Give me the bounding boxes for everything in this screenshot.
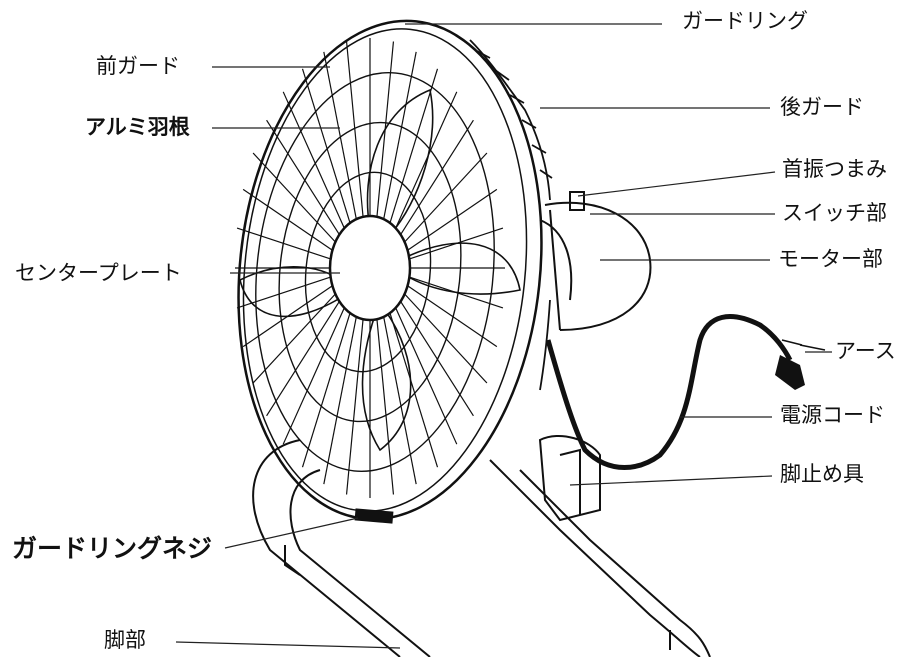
blade-illustration bbox=[239, 88, 521, 452]
guard-spoke bbox=[400, 301, 474, 417]
guard-spoke bbox=[400, 119, 474, 235]
guard-spoke bbox=[404, 293, 488, 384]
guard-spoke bbox=[383, 316, 417, 485]
plug-illustration bbox=[775, 355, 805, 390]
guard-spoke bbox=[236, 227, 331, 260]
guard-spokes bbox=[235, 38, 505, 498]
label-power-cord: 電源コード bbox=[780, 403, 885, 427]
guard-spoke bbox=[389, 68, 439, 224]
rear-guard-illustration bbox=[454, 34, 553, 391]
label-rear-guard: 後ガード bbox=[780, 95, 864, 119]
guard-spoke bbox=[323, 51, 357, 220]
label-oscillation-knob: 首振つまみ bbox=[782, 157, 887, 181]
motor-illustration bbox=[539, 191, 652, 331]
guard-spoke bbox=[395, 91, 458, 229]
label-earth: アース bbox=[835, 339, 896, 363]
guard-spoke bbox=[242, 188, 333, 251]
guard-spoke bbox=[252, 293, 336, 384]
guard-spoke bbox=[383, 51, 417, 220]
center-plate-illustration bbox=[328, 214, 412, 322]
power-cord-illustration bbox=[545, 314, 793, 470]
guard-spoke bbox=[282, 307, 345, 445]
label-stand-stopper: 脚止め具 bbox=[780, 462, 864, 486]
guard-spoke bbox=[266, 301, 340, 417]
label-aluminum-blade: アルミ羽根 bbox=[85, 115, 190, 139]
guard-spoke bbox=[404, 152, 488, 243]
label-guard-ring-screw: ガードリングネジ bbox=[12, 534, 213, 563]
leader-lines bbox=[175, 23, 832, 649]
guard-spoke bbox=[395, 307, 458, 445]
guard-ring-screw-illustration bbox=[354, 508, 394, 524]
guard-spoke bbox=[236, 276, 331, 309]
guard-spoke bbox=[301, 312, 351, 468]
guard-spoke bbox=[376, 319, 395, 495]
label-stand: 脚部 bbox=[104, 628, 146, 652]
guard-spoke bbox=[345, 41, 364, 217]
label-guard-ring: ガードリング bbox=[682, 9, 808, 33]
label-switch: スイッチ部 bbox=[782, 201, 887, 225]
guard-spoke bbox=[389, 312, 439, 468]
label-front-guard: 前ガード bbox=[96, 54, 180, 78]
stand-illustration bbox=[252, 435, 711, 658]
label-motor: モーター部 bbox=[778, 247, 883, 271]
guard-spoke bbox=[282, 91, 345, 229]
guard-spoke bbox=[266, 119, 340, 235]
guard-spoke bbox=[252, 152, 336, 243]
guard-spoke bbox=[345, 319, 364, 495]
guard-spoke bbox=[407, 188, 498, 251]
label-center-plate: センタープレート bbox=[15, 261, 182, 285]
guard-spoke bbox=[301, 68, 351, 224]
guard-spoke bbox=[407, 285, 498, 348]
guard-spoke bbox=[323, 316, 357, 485]
